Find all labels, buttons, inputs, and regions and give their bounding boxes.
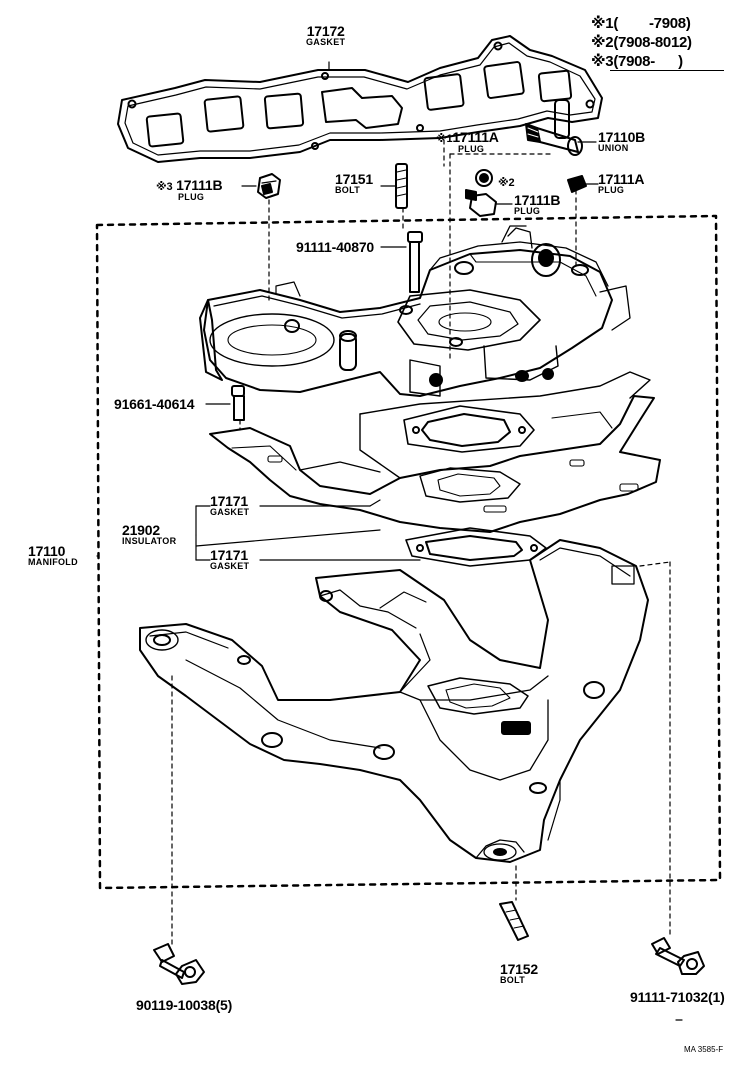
label-91111-40870: 91111-40870 (296, 239, 375, 255)
union-17110b (525, 99, 597, 156)
plug-17111a-right (567, 175, 599, 193)
label-17111b-plug-2: ※2 (498, 177, 515, 189)
variant-note-3: ※3(7908- ) (591, 53, 683, 70)
label-17110: 17110 MANIFOLD (28, 543, 78, 567)
exhaust-manifold (139, 539, 649, 863)
bolt-91111-40870 (380, 231, 423, 293)
variant-note-1: ※1( -7908) (591, 15, 691, 32)
label-91661-40614: 91661-40614 (114, 396, 195, 412)
label-17111a-plug: 17111A PLUG (598, 171, 645, 195)
bolt-91111-71032 (651, 937, 705, 975)
dashed-leaders (171, 139, 671, 949)
label-17171-upper: 17171 GASKET (210, 493, 250, 517)
gasket-17171-upper (403, 405, 535, 453)
intake-manifold (199, 225, 631, 397)
label-17172: 17172 GASKET (306, 23, 346, 47)
label-17152: 17152 BOLT (500, 961, 538, 985)
figure-reference: MA 3585-F (684, 1045, 724, 1054)
bolt-17152 (499, 901, 529, 941)
label-17171-lower: 17171 GASKET (210, 547, 250, 571)
bolt-90119-10038 (153, 943, 205, 985)
plug-17111a-left (475, 169, 493, 187)
label-91111-71032: 91111-71032(1) (630, 989, 725, 1005)
manifold-boundary (95, 214, 722, 890)
label-21902: 21902 INSULATOR (122, 522, 177, 546)
variant-note-2: ※2(7908-8012) (591, 34, 692, 51)
label-90119-10038: 90119-10038(5) (136, 997, 233, 1013)
gasket-17171-lower (405, 527, 547, 567)
label-17111b-plug-3: ※3 17111B PLUG (156, 177, 223, 202)
label-17111a-plug-1: ※117111A PLUG (436, 129, 499, 154)
label-17111b-plug: 17111B PLUG (514, 192, 561, 216)
leaders (96, 61, 683, 1021)
note-3-underline (610, 70, 724, 71)
gasket-17172 (117, 35, 603, 163)
plug-17111b-left (241, 173, 281, 199)
label-17110b: 17110B UNION (598, 129, 646, 153)
plug-17111b-right (465, 189, 513, 217)
label-17151: 17151 BOLT (335, 171, 373, 195)
bolt-17151 (380, 163, 408, 209)
bolt-91661-40614 (205, 385, 245, 421)
